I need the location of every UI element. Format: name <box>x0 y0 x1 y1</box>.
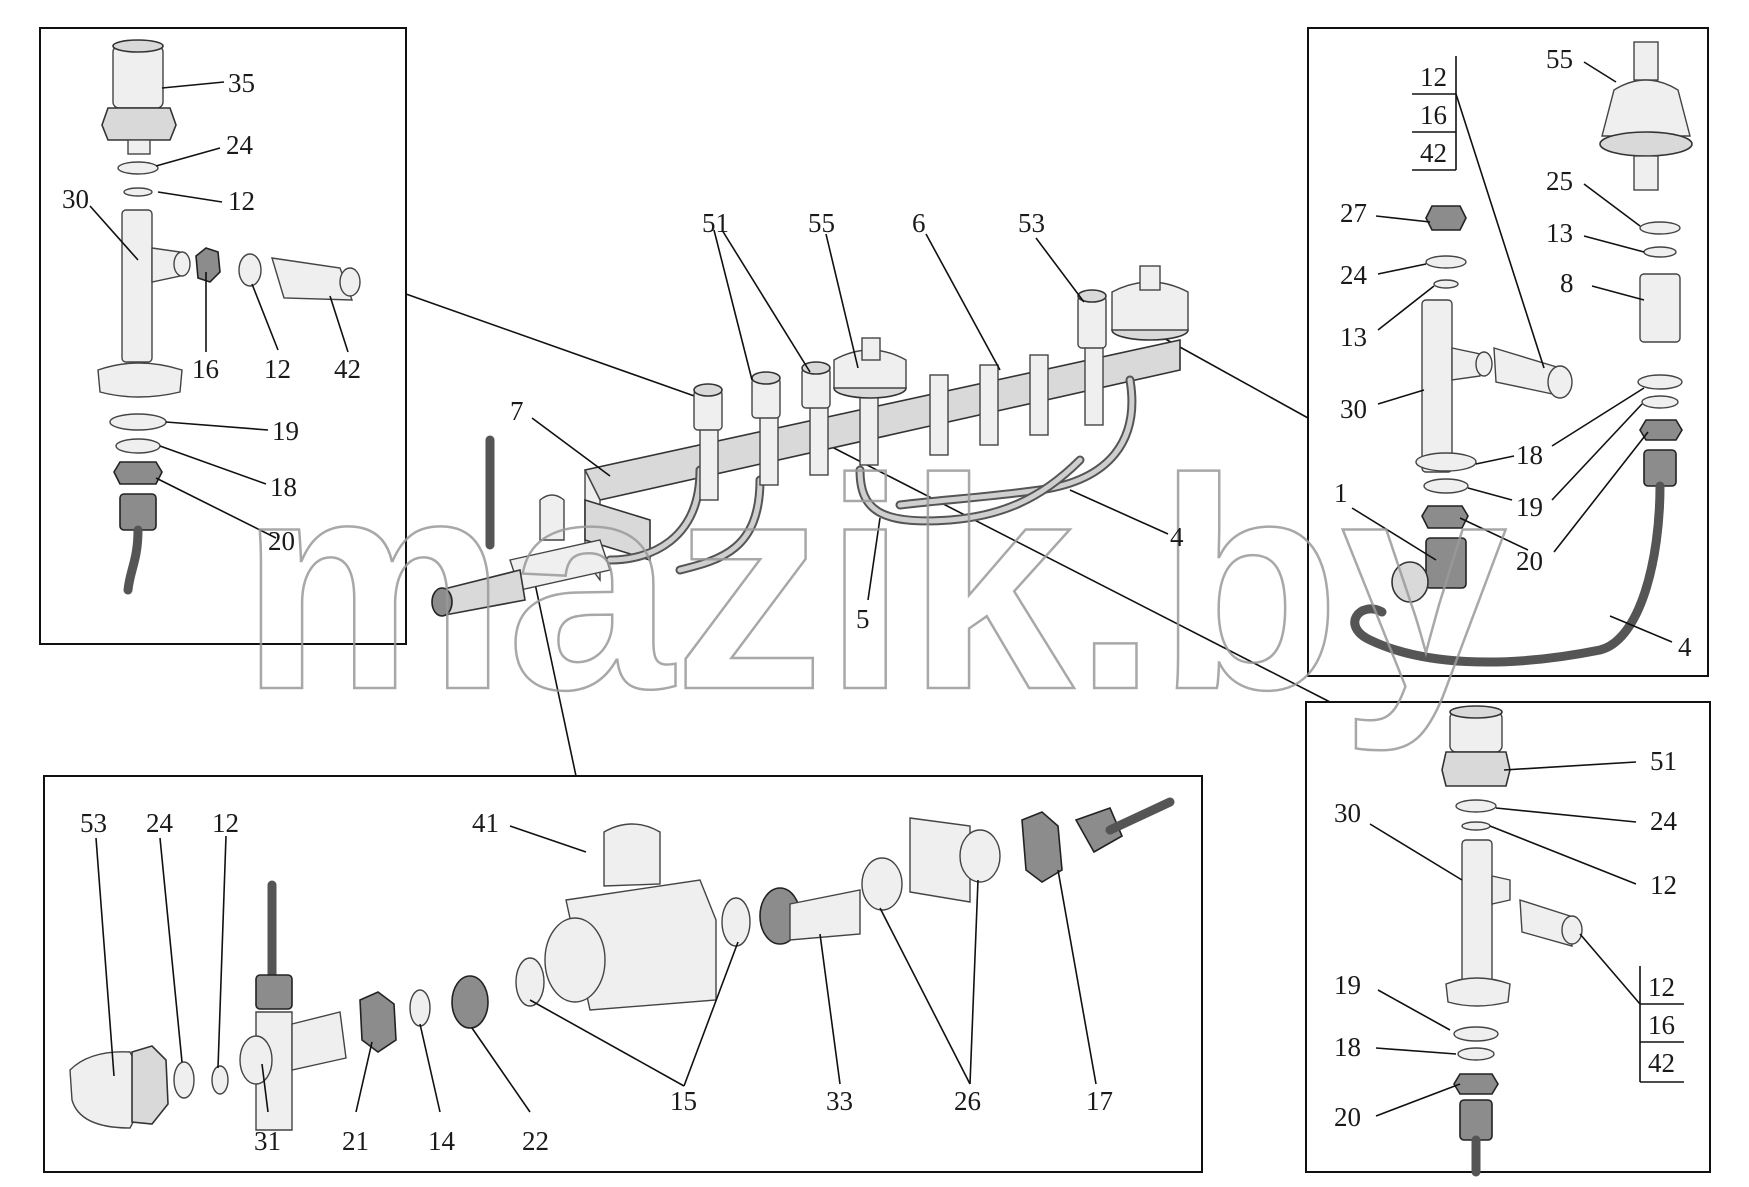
callout-leaders <box>89 61 1673 1117</box>
callout-label: 24 <box>1650 806 1678 836</box>
callout-label: 20 <box>268 526 295 556</box>
callout-label: 7 <box>510 396 524 426</box>
callout-label: 20 <box>1334 1102 1361 1132</box>
callout-label: 1 <box>1334 478 1348 508</box>
callout-label: 41 <box>472 808 499 838</box>
callout-label: 12 <box>1648 972 1675 1002</box>
detail-box-bottom-right <box>1305 701 1711 1173</box>
callout-label: 16 <box>192 354 219 384</box>
bottom-left-parts <box>69 797 1175 1131</box>
callout-label: 27 <box>1340 198 1367 228</box>
callout-label: 30 <box>62 184 89 214</box>
callout-label: 35 <box>228 68 255 98</box>
callout-label: 53 <box>80 808 107 838</box>
callout-label: 31 <box>254 1126 281 1156</box>
main-assembly <box>431 265 1189 617</box>
callout-label: 33 <box>826 1086 853 1116</box>
callout-label: 55 <box>1546 44 1573 74</box>
callout-label: 19 <box>1516 492 1543 522</box>
callout-label: 13 <box>1546 218 1573 248</box>
callout-label: 18 <box>270 472 297 502</box>
manifold-tees <box>699 344 1104 501</box>
callout-label: 15 <box>670 1086 697 1116</box>
callout-label: 20 <box>1516 546 1543 576</box>
callout-label: 12 <box>1420 62 1447 92</box>
callout-label: 8 <box>1560 268 1574 298</box>
callout-label: 24 <box>1340 260 1368 290</box>
callout-label: 12 <box>228 186 255 216</box>
callout-label: 12 <box>1650 870 1677 900</box>
callout-label: 4 <box>1678 632 1692 662</box>
detail-box-bottom-left <box>43 775 1203 1173</box>
callout-label: 53 <box>1018 208 1045 238</box>
callout-label: 16 <box>1420 100 1447 130</box>
callout-label: 30 <box>1340 394 1367 424</box>
callout-label: 30 <box>1334 798 1361 828</box>
callout-label: 24 <box>146 808 174 838</box>
detail-box-top-right <box>1307 27 1709 677</box>
callout-label: 42 <box>1420 138 1447 168</box>
callout-label: 21 <box>342 1126 369 1156</box>
callout-label: 25 <box>1546 166 1573 196</box>
callout-label: 6 <box>912 208 926 238</box>
callout-label: 42 <box>334 354 361 384</box>
watermark-text: mazik.by <box>240 416 1509 754</box>
callout-label: 19 <box>1334 970 1361 1000</box>
callout-label: 17 <box>1086 1086 1113 1116</box>
detail-box-top-left <box>39 27 407 645</box>
callout-label: 18 <box>1334 1032 1361 1062</box>
callout-label: 12 <box>212 808 239 838</box>
top-right-parts <box>1350 41 1693 667</box>
callout-labels: 35 24 12 30 16 12 42 19 18 20 51 55 6 53… <box>62 44 1692 1156</box>
connector-lines <box>405 293 1331 777</box>
pressure-sensors-dome <box>833 265 1189 399</box>
top-left-parts <box>97 39 361 595</box>
callout-label: 51 <box>1650 746 1677 776</box>
callout-label: 22 <box>522 1126 549 1156</box>
callout-label: 16 <box>1648 1010 1675 1040</box>
callout-label: 55 <box>808 208 835 238</box>
callout-label: 51 <box>702 208 729 238</box>
callout-label: 42 <box>1648 1048 1675 1078</box>
callout-label: 26 <box>954 1086 981 1116</box>
callout-label: 12 <box>264 354 291 384</box>
callout-label: 5 <box>856 604 870 634</box>
callout-label: 4 <box>1170 522 1184 552</box>
fraction-table-bottom-right <box>1579 933 1684 1083</box>
pressure-switches <box>693 289 1107 431</box>
callout-label: 24 <box>226 130 254 160</box>
callout-label: 13 <box>1340 322 1367 352</box>
fraction-table-top-right <box>1412 56 1545 369</box>
callout-label: 14 <box>428 1126 456 1156</box>
callout-label: 19 <box>272 416 299 446</box>
bottom-right-parts <box>1441 705 1583 1177</box>
callout-label: 18 <box>1516 440 1543 470</box>
main-valve <box>431 435 611 617</box>
